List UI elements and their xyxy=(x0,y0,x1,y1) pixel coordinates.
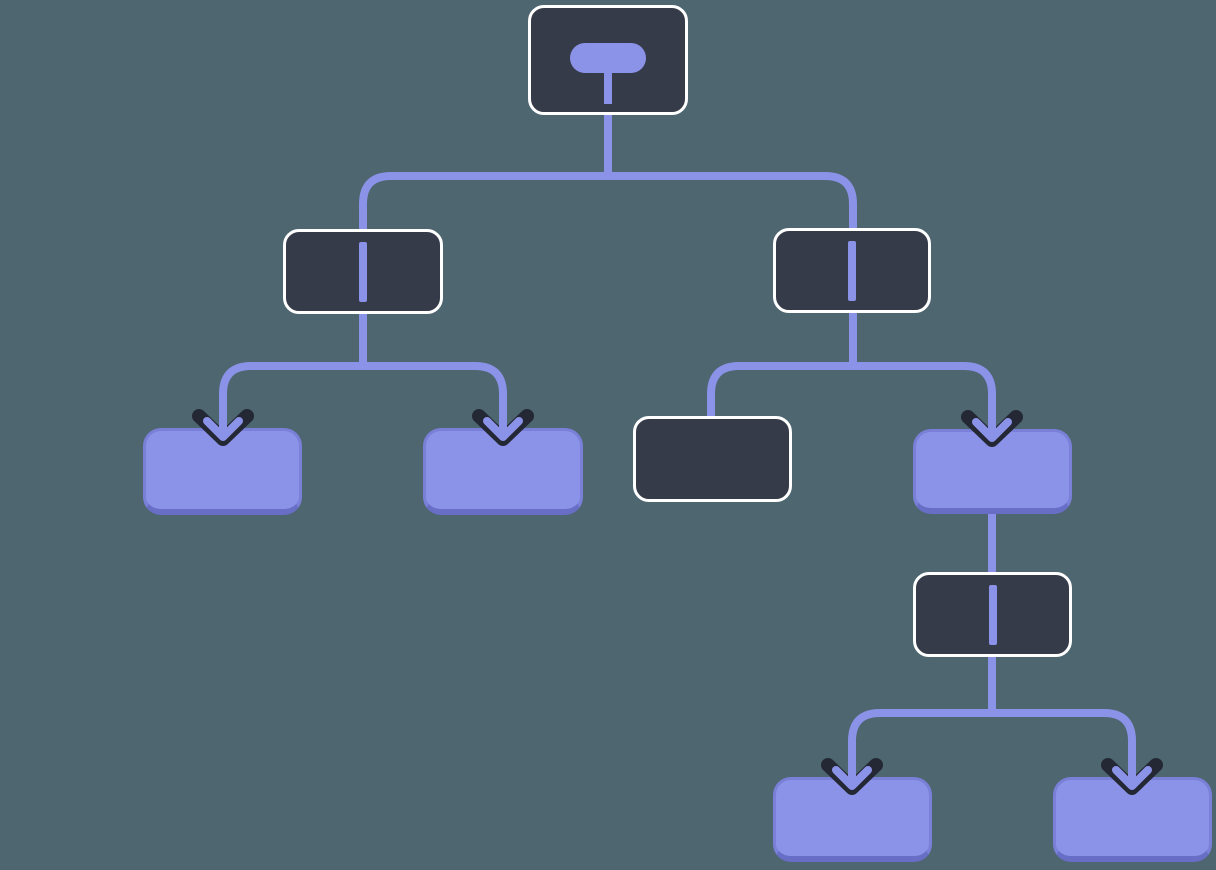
tree-node-purple-mid[interactable] xyxy=(913,429,1072,514)
connector-edge-bottom-subtree xyxy=(848,656,1136,779)
tree-node-leaf-2[interactable] xyxy=(423,428,583,515)
root-pill-shape xyxy=(570,43,646,73)
root-pill-icon xyxy=(531,8,685,112)
tree-node-dark-leaf[interactable] xyxy=(633,416,792,502)
tree-node-leaf-1[interactable] xyxy=(143,428,302,515)
tree-node-pass-node[interactable] xyxy=(913,572,1072,657)
tree-node-leaf-3[interactable] xyxy=(773,777,932,862)
tree-node-branch-right[interactable] xyxy=(773,228,931,313)
tree-node-branch-left[interactable] xyxy=(283,229,443,314)
tree-node-leaf-4[interactable] xyxy=(1053,777,1212,862)
pass-through-line-icon xyxy=(848,240,856,301)
connector-edge-root-branches xyxy=(359,172,857,230)
tree-node-root[interactable] xyxy=(528,5,688,115)
pass-through-line-icon xyxy=(359,241,367,302)
root-stem-shape xyxy=(604,72,612,104)
pass-through-line-icon xyxy=(988,584,997,645)
connector-edge-left-subtree xyxy=(219,312,507,430)
connector-edge-right-subtree xyxy=(707,311,996,431)
